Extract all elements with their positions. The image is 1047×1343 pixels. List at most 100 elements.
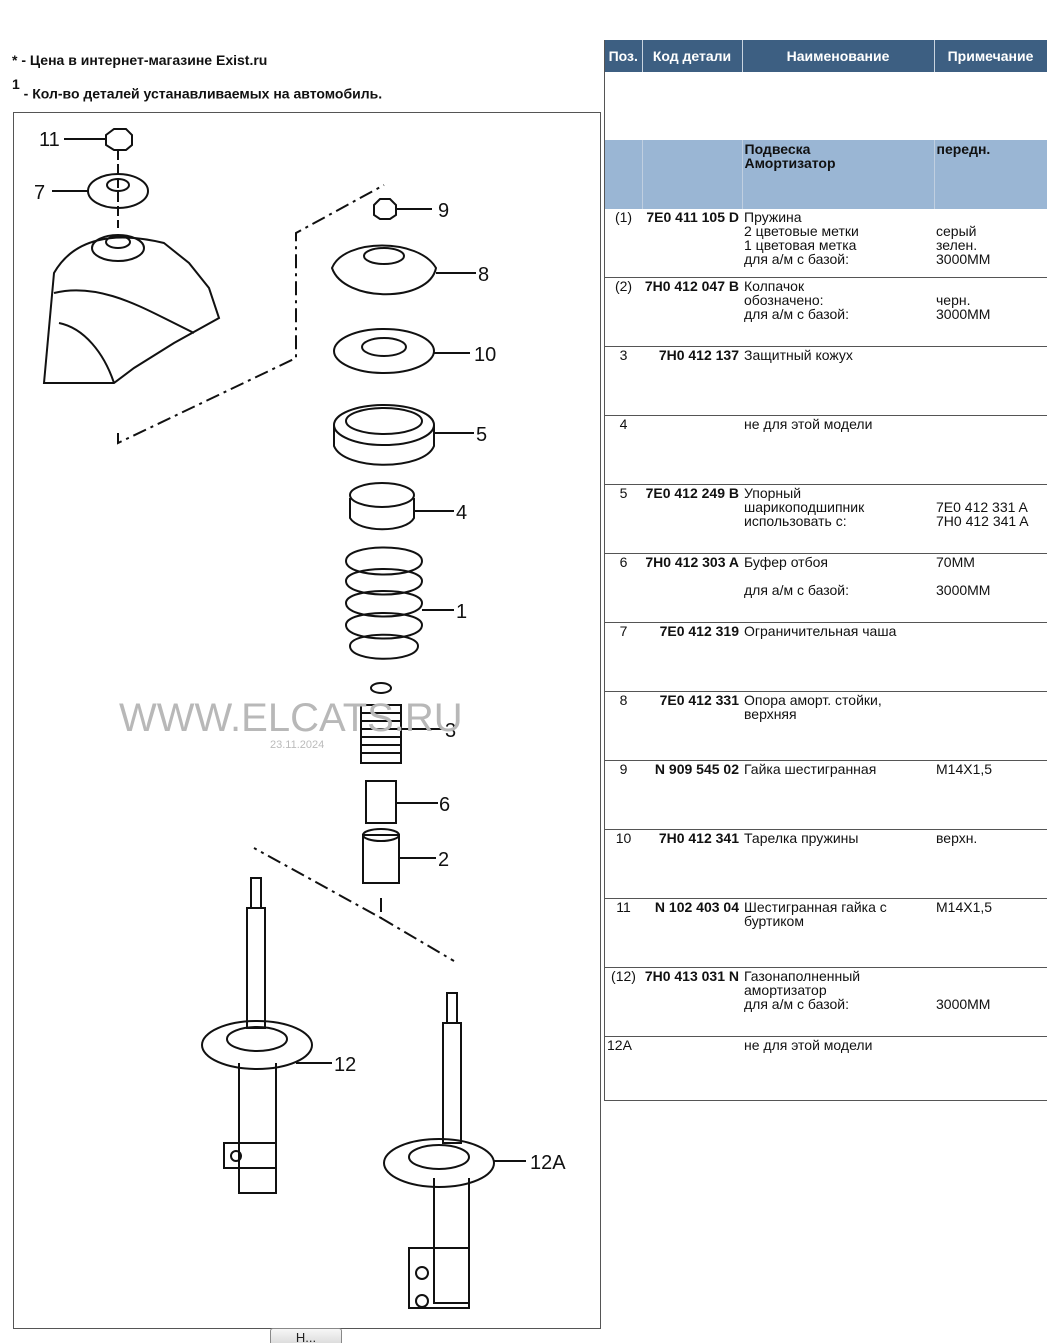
callout-10: 10 (474, 344, 496, 366)
column-header-code[interactable]: Код детали (642, 40, 743, 72)
watermark-date: 23.11.2024 (270, 739, 324, 751)
parts-table-panel: Поз. Код детали Наименование Примечание … (604, 40, 1047, 1101)
column-header-pos[interactable]: Поз. (605, 40, 643, 72)
parts-table: Поз. Код детали Наименование Примечание … (605, 40, 1047, 1100)
cell-note: M14X1,5 (934, 898, 1047, 968)
cell-name: не для этой модели (742, 415, 934, 485)
price-marker: * (12, 52, 18, 68)
cell-code[interactable]: 7H0 412 047 B (642, 277, 742, 347)
callout-7: 7 (34, 182, 45, 204)
cell-note (934, 691, 1047, 761)
quantity-marker: 1 (12, 76, 20, 92)
cell-note (934, 1036, 1047, 1100)
cell-code[interactable]: 7E0 412 249 B (642, 484, 742, 554)
cell-note: 7E0 412 331 A 7H0 412 341 A (934, 484, 1047, 554)
partial-button[interactable]: Н... (270, 1328, 342, 1343)
table-row[interactable]: 4 не для этой модели (605, 415, 1047, 485)
callout-5: 5 (476, 424, 487, 446)
cell-code[interactable]: 7E0 411 105 D (642, 209, 742, 278)
cell-note (934, 346, 1047, 416)
callout-9: 9 (438, 200, 449, 222)
cell-code[interactable]: 7H0 413 031 N (642, 967, 742, 1037)
cell-pos: 12A (605, 1036, 642, 1100)
cell-code[interactable]: 7H0 412 303 A (642, 553, 742, 623)
cell-pos: 10 (605, 829, 642, 899)
cell-name: Упорный шарикоподшипник использовать с: (742, 484, 934, 554)
callout-6: 6 (439, 794, 450, 816)
price-footnote: * - Цена в интернет-магазине Exist.ru (12, 52, 267, 68)
cell-note: черн. 3000MM (934, 277, 1047, 347)
table-header-row: Поз. Код детали Наименование Примечание (605, 40, 1047, 72)
cell-pos: (12) (605, 967, 642, 1037)
cell-code[interactable]: 7E0 412 331 (642, 691, 742, 761)
cell-name: Шестигранная гайка с буртиком (742, 898, 934, 968)
cell-note (934, 622, 1047, 692)
cell-name: Буфер отбоя для а/м с базой: (742, 553, 934, 623)
exploded-parts-diagram: 11 7 9 8 10 5 4 1 3 6 2 12 12A WWW.ELCAT… (13, 112, 601, 1329)
group-row: Подвеска Амортизатор передн. (605, 140, 1047, 209)
cell-pos: 9 (605, 760, 642, 830)
cell-note: 70MM 3000MM (934, 553, 1047, 623)
cell-note (934, 415, 1047, 485)
cell-pos: 6 (605, 553, 642, 623)
cell-name: Защитный кожух (742, 346, 934, 416)
quantity-footnote-text: - Кол-во деталей устанавливаемых на авто… (19, 85, 383, 102)
cell-code[interactable] (642, 415, 742, 485)
cell-code[interactable]: N 102 403 04 (642, 898, 742, 968)
price-footnote-text: - Цена в интернет-магазине Exist.ru (17, 52, 268, 68)
callout-3: 3 (445, 720, 456, 742)
cell-name: Гайка шестигранная (742, 760, 934, 830)
suspension-strut-drawing: 11 7 9 8 10 5 4 1 3 6 2 12 12A WWW.ELCAT… (34, 128, 566, 1309)
cell-note: верхн. (934, 829, 1047, 899)
callout-12a: 12A (530, 1152, 566, 1174)
cell-note: серый зелен. 3000MM (934, 209, 1047, 278)
cell-note: 3000MM (934, 967, 1047, 1037)
cell-name: Пружина 2 цветовые метки 1 цветовая метк… (742, 209, 934, 278)
group-name: Подвеска Амортизатор (742, 140, 935, 209)
cell-name: Ограничительная чаша (742, 622, 934, 692)
cell-pos: (1) (605, 209, 642, 278)
cell-code[interactable]: N 909 545 02 (642, 760, 742, 830)
cell-name: Колпачок обозначено: для а/м с базой: (742, 277, 934, 347)
column-header-name[interactable]: Наименование (742, 40, 935, 72)
cell-name: Опора аморт. стойки, верхняя (742, 691, 934, 761)
table-row[interactable]: 12A не для этой модели (605, 1036, 1047, 1100)
cell-name: Газонаполненный амортизатор для а/м с ба… (742, 967, 934, 1037)
cell-code[interactable]: 7H0 412 341 (642, 829, 742, 899)
diagram-callouts: 11 7 9 8 10 5 4 1 3 6 2 12 12A (34, 129, 566, 1174)
column-header-note[interactable]: Примечание (934, 40, 1047, 72)
callout-8: 8 (478, 264, 489, 286)
cell-code[interactable]: 7E0 412 319 (642, 622, 742, 692)
cell-code[interactable]: 7H0 412 137 (642, 346, 742, 416)
cell-pos: 11 (605, 898, 642, 968)
callout-2: 2 (438, 849, 449, 871)
cell-pos: 4 (605, 415, 642, 485)
cell-pos: 8 (605, 691, 642, 761)
callout-11: 11 (39, 129, 60, 151)
callout-4: 4 (456, 502, 467, 524)
cell-pos: 5 (605, 484, 642, 554)
cell-code[interactable] (642, 1036, 742, 1100)
blank-row (605, 72, 1047, 140)
cell-pos: (2) (605, 277, 642, 347)
callout-12: 12 (334, 1054, 356, 1076)
watermark: WWW.ELCATS.RU (119, 696, 463, 740)
group-note: передн. (934, 140, 1047, 209)
cell-pos: 7 (605, 622, 642, 692)
cell-pos: 3 (605, 346, 642, 416)
callout-1: 1 (456, 601, 467, 623)
cell-name: Тарелка пружины (742, 829, 934, 899)
quantity-footnote: 1 - Кол-во деталей устанавливаемых на ав… (12, 76, 383, 102)
cell-name: не для этой модели (742, 1036, 934, 1100)
